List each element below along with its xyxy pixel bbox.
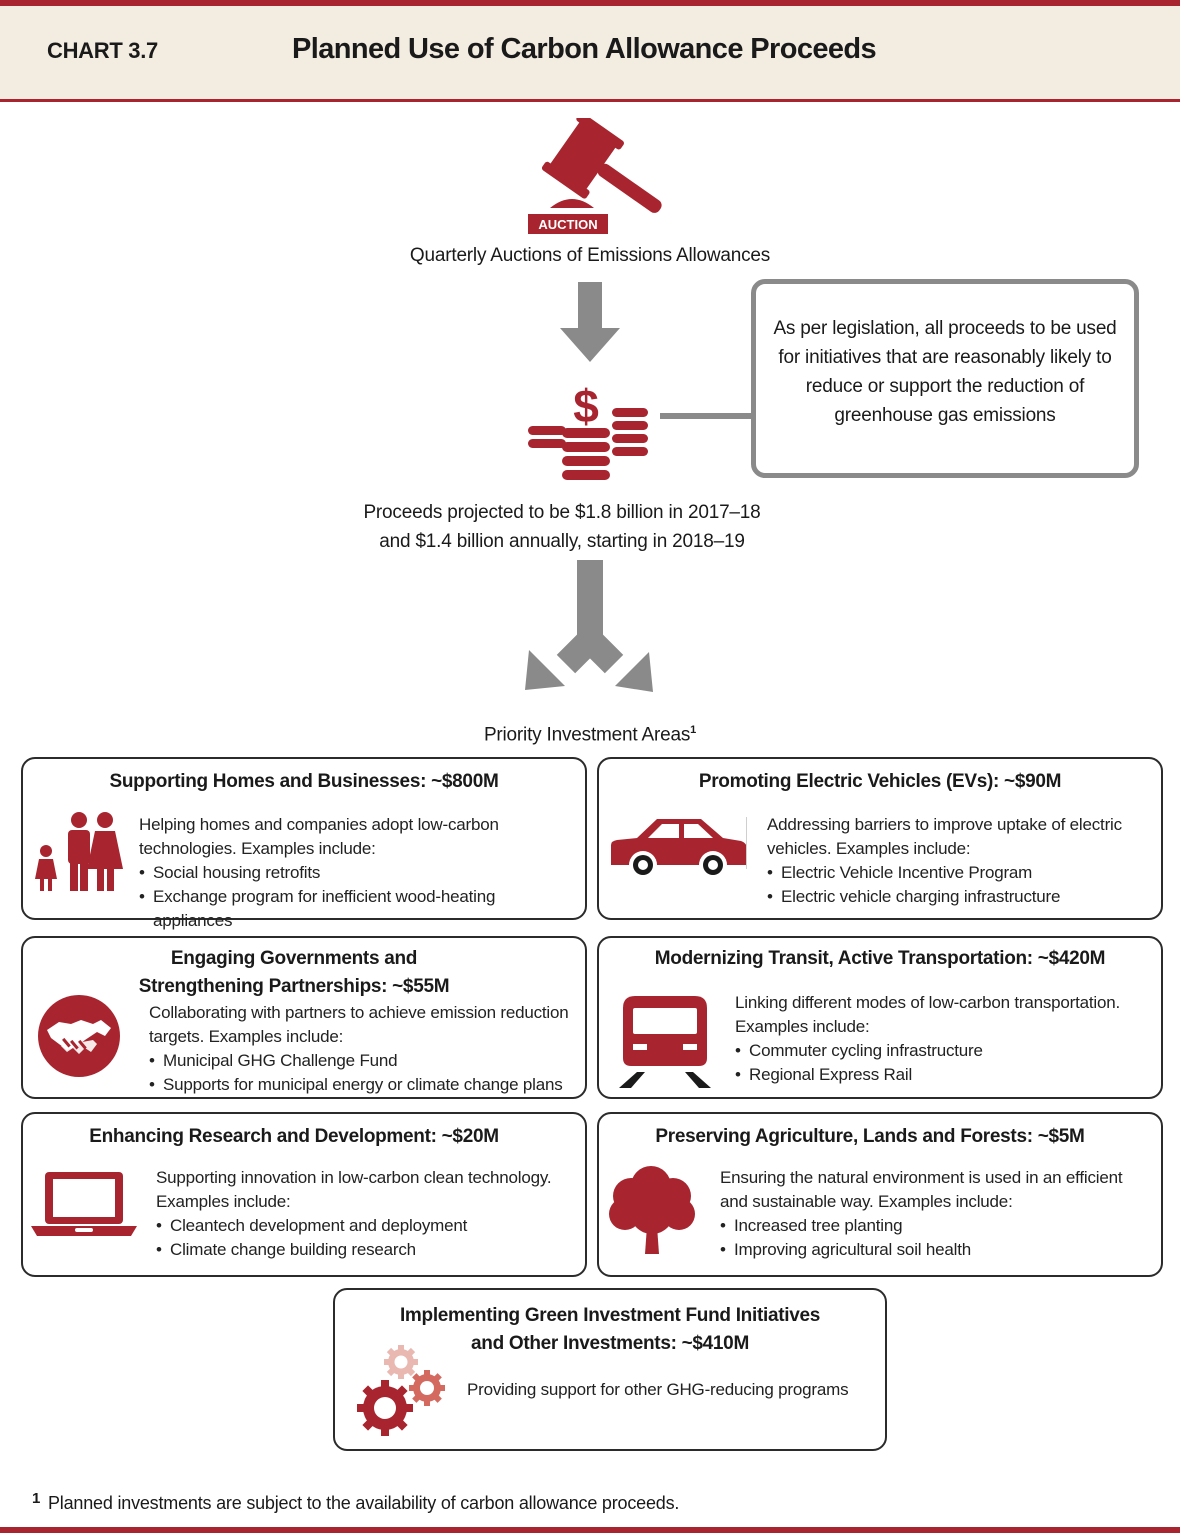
proceeds-line-1: Proceeds projected to be $1.8 billion in… [363, 502, 761, 523]
footnote-text: Planned investments are subject to the a… [48, 1493, 680, 1513]
area-card-green-investment-fund: Implementing Green Investment Fund Initi… [333, 1288, 887, 1451]
gavel-icon: AUCTION [528, 118, 662, 234]
area-desc-text: Collaborating with partners to achieve e… [149, 1003, 569, 1046]
area-title-line-1: Engaging Governments and [170, 948, 418, 969]
area-title: Preserving Agriculture, Lands and Forest… [655, 1126, 1085, 1147]
down-arrow [560, 282, 620, 362]
area-description: Helping homes and companies adopt low-ca… [139, 813, 579, 933]
area-description: Supporting innovation in low-carbon clea… [156, 1166, 576, 1262]
area-bullets: Increased tree planting Improving agricu… [720, 1214, 1150, 1262]
legislation-note-box [751, 279, 1139, 478]
area-card-research-development: Enhancing Research and Development: ~$20… [21, 1112, 587, 1277]
list-item: Commuter cycling infrastructure [735, 1039, 1155, 1063]
area-bullets: Commuter cycling infrastructure Regional… [735, 1039, 1155, 1087]
coins-icon: $ [528, 382, 648, 480]
area-desc-text: Helping homes and companies adopt low-ca… [139, 815, 499, 858]
list-item: Improving agricultural soil health [720, 1238, 1150, 1262]
list-item: Exchange program for inefficient wood-he… [139, 885, 579, 933]
connector-line [660, 413, 754, 419]
legislation-note-text: As per legislation, all proceeds to be u… [773, 318, 1117, 426]
area-desc-text: Supporting innovation in low-carbon clea… [156, 1168, 552, 1211]
handshake-icon [38, 995, 120, 1077]
list-item: Climate change building research [156, 1238, 576, 1262]
area-bullets: Cleantech development and deployment Cli… [156, 1214, 576, 1262]
area-title: Supporting Homes and Businesses: ~$800M [109, 771, 499, 792]
proceeds-line-2: and $1.4 billion annually, starting in 2… [379, 531, 745, 552]
area-desc-text: Ensuring the natural environment is used… [720, 1168, 1123, 1211]
chart-label: CHART 3.7 [47, 38, 158, 63]
gears-icon [357, 1345, 445, 1436]
area-title-line-2: and Other Investments: ~$410M [471, 1333, 749, 1354]
area-bullets: Electric Vehicle Incentive Program Elect… [767, 861, 1147, 909]
area-bullets: Municipal GHG Challenge Fund Supports fo… [149, 1049, 581, 1097]
chart-title: Planned Use of Carbon Allowance Proceeds [292, 33, 877, 65]
area-bullets: Social housing retrofits Exchange progra… [139, 861, 579, 933]
area-description: Collaborating with partners to achieve e… [149, 1001, 581, 1097]
divider [746, 817, 747, 869]
area-title-line-2: Strengthening Partnerships: ~$55M [138, 976, 450, 997]
list-item: Increased tree planting [720, 1214, 1150, 1238]
list-item: Electric vehicle charging infrastructure [767, 885, 1147, 909]
list-item: Regional Express Rail [735, 1063, 1155, 1087]
priority-label-text: Priority Investment Areas [483, 724, 691, 746]
family-icon [35, 812, 123, 891]
auction-badge: AUCTION [538, 217, 597, 232]
list-item: Social housing retrofits [139, 861, 579, 885]
area-title-line-1: Implementing Green Investment Fund Initi… [399, 1305, 821, 1326]
footnote-mark: 1 [32, 1490, 41, 1507]
auction-caption: Quarterly Auctions of Emissions Allowanc… [409, 245, 771, 266]
list-item: Cleantech development and deployment [156, 1214, 576, 1238]
area-desc-text: Addressing barriers to improve uptake of… [767, 815, 1122, 858]
bottom-rule [0, 1527, 1180, 1533]
chart-header [0, 0, 1180, 102]
area-card-governments-partnerships: Engaging Governments and Strengthening P… [21, 936, 587, 1099]
priority-label: Priority Investment Areas1 [390, 716, 790, 749]
area-description: Ensuring the natural environment is used… [720, 1166, 1150, 1262]
area-card-transit: Modernizing Transit, Active Transportati… [597, 936, 1163, 1099]
area-description: Providing support for other GHG-reducing… [467, 1380, 849, 1399]
list-item: Municipal GHG Challenge Fund [149, 1049, 581, 1073]
area-title: Modernizing Transit, Active Transportati… [654, 948, 1106, 969]
footnote-ref: 1 [690, 724, 697, 736]
laptop-icon [31, 1172, 137, 1236]
area-description: Addressing barriers to improve uptake of… [767, 813, 1147, 909]
area-desc-text: Linking different modes of low-carbon tr… [735, 993, 1121, 1036]
area-title: Promoting Electric Vehicles (EVs): ~$90M [698, 771, 1062, 792]
area-title: Enhancing Research and Development: ~$20… [89, 1126, 499, 1147]
car-icon [611, 819, 747, 879]
area-card-electric-vehicles: Promoting Electric Vehicles (EVs): ~$90M… [597, 757, 1163, 920]
area-card-homes-businesses: Supporting Homes and Businesses: ~$800M … [21, 757, 587, 930]
area-card-agriculture-forests: Preserving Agriculture, Lands and Forest… [597, 1112, 1163, 1277]
tree-icon [609, 1166, 695, 1254]
train-icon [619, 996, 711, 1088]
list-item: Electric Vehicle Incentive Program [767, 861, 1147, 885]
area-description: Linking different modes of low-carbon tr… [735, 991, 1155, 1087]
dollar-icon: $ [573, 382, 599, 432]
split-arrow [525, 560, 653, 692]
list-item: Supports for municipal energy or climate… [149, 1073, 581, 1097]
